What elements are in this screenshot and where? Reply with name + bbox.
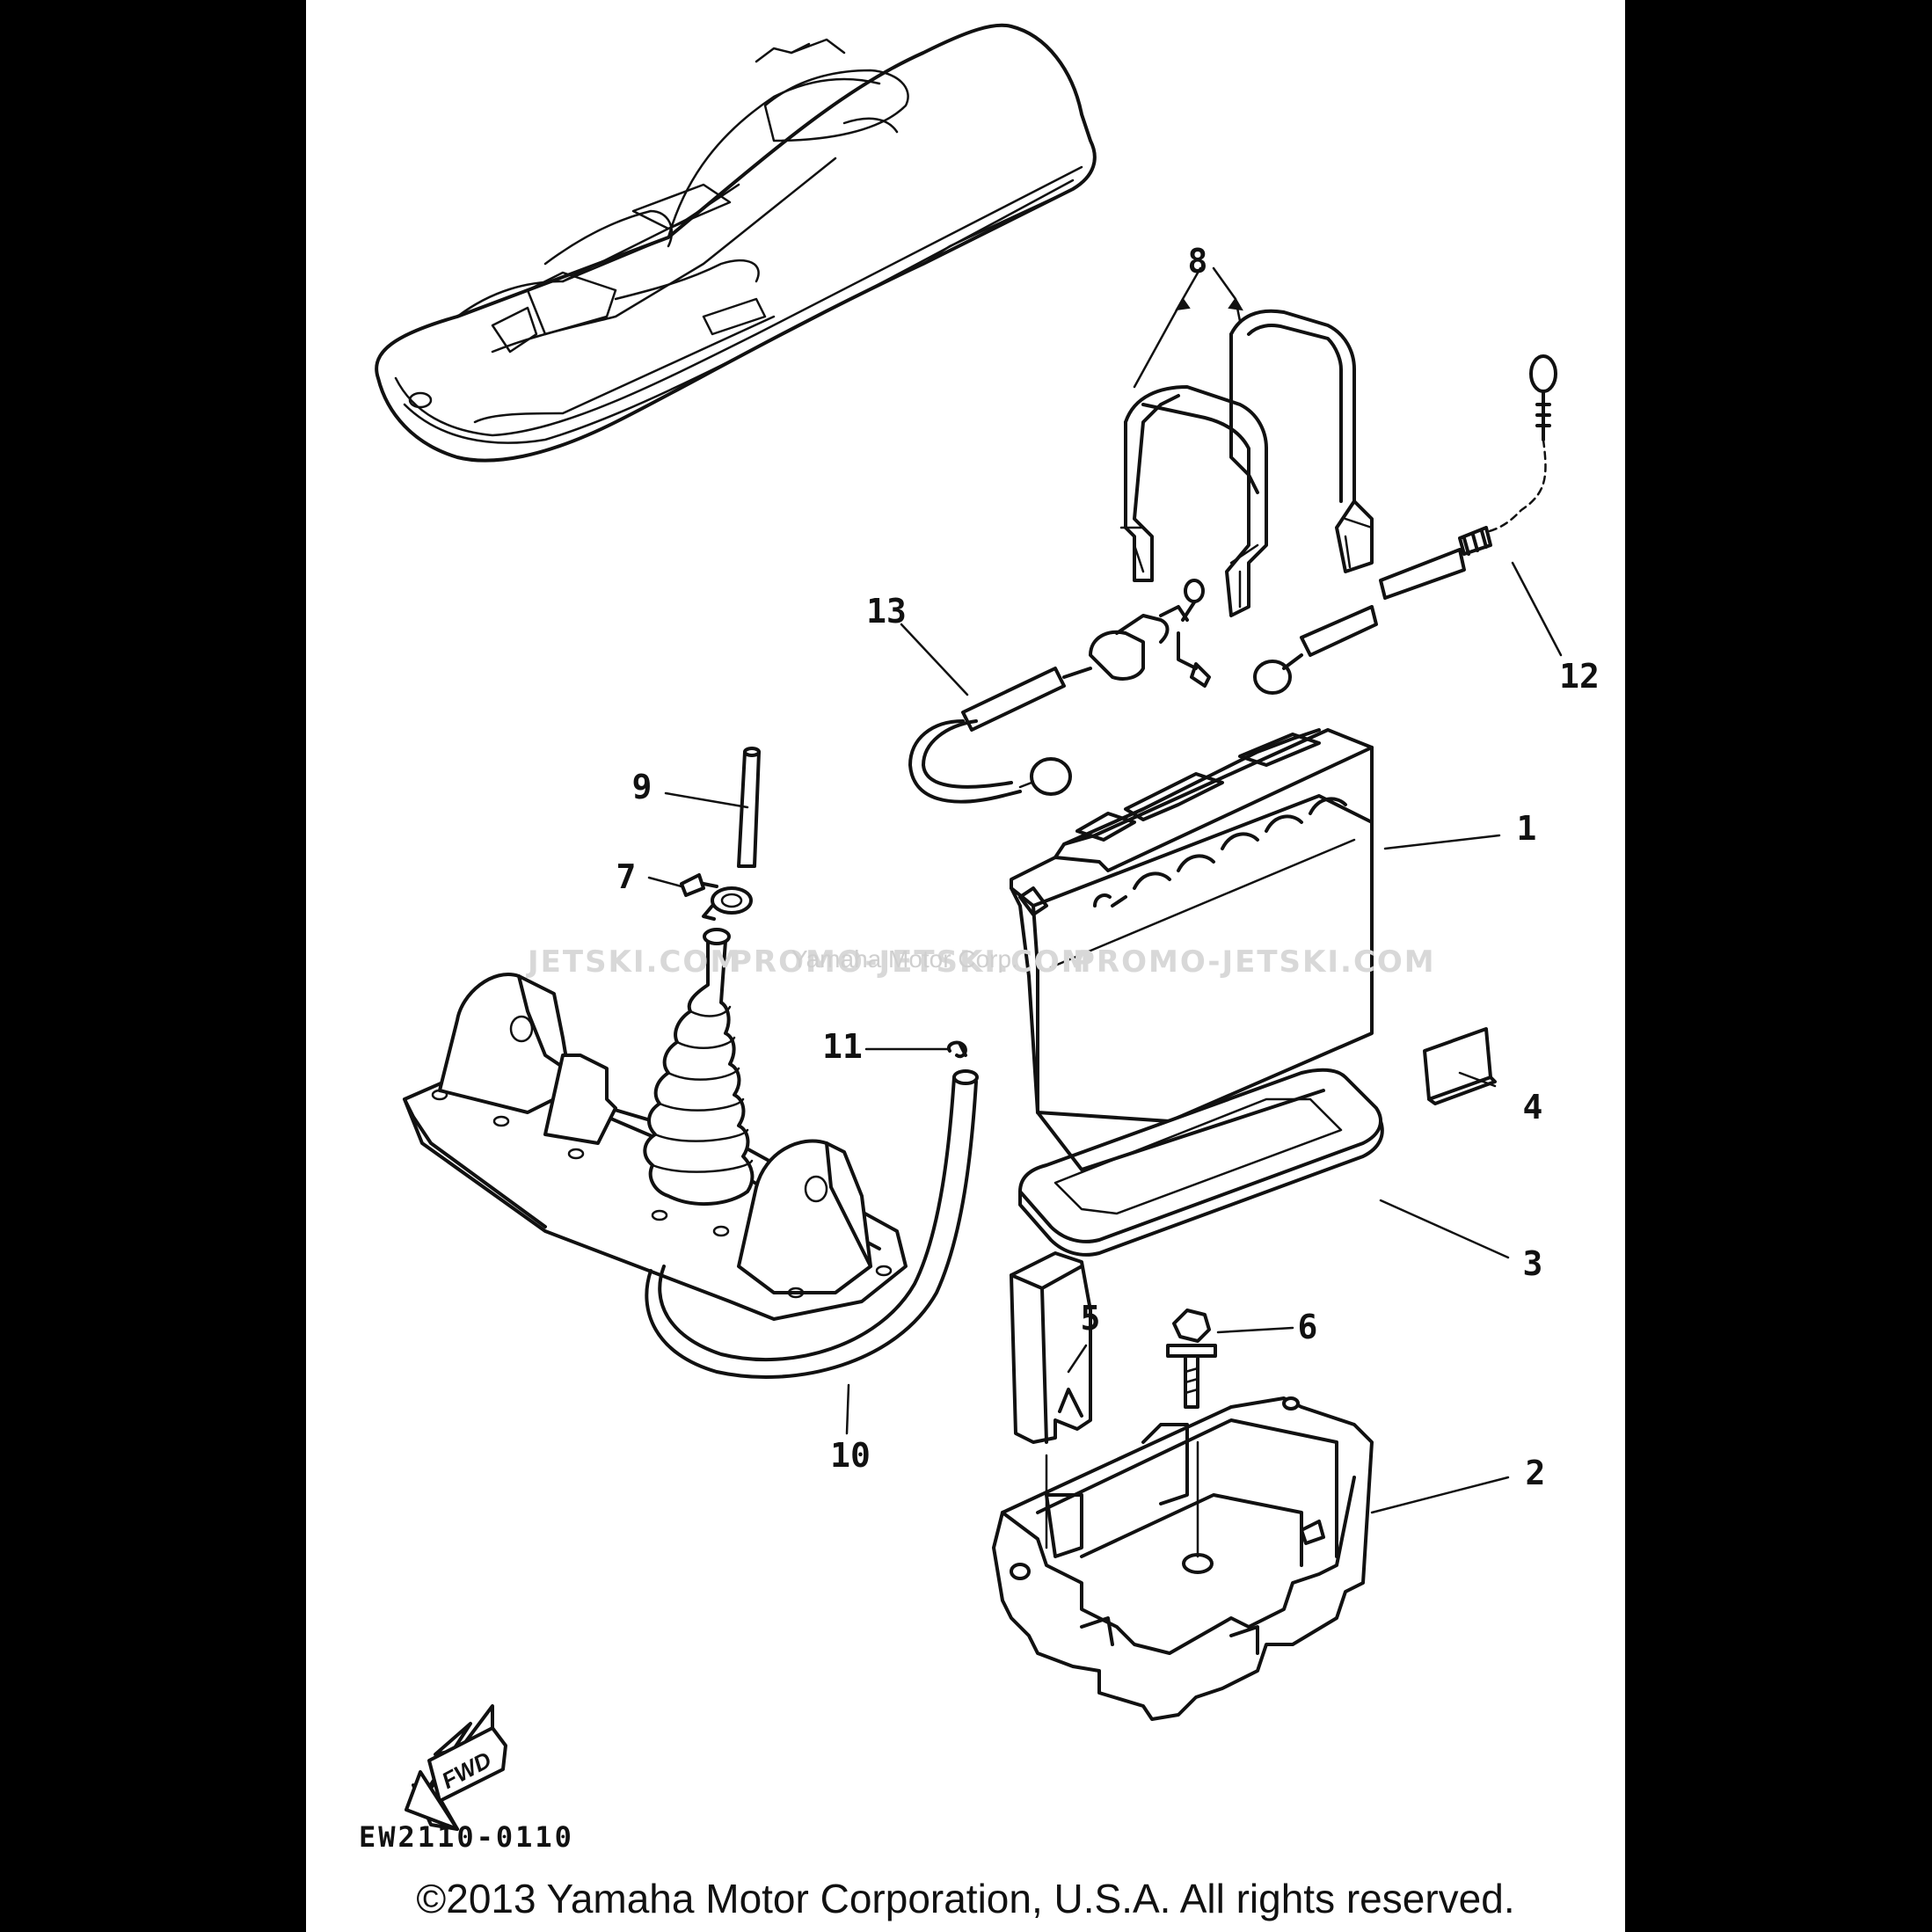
label-part-4 — [1423, 1027, 1497, 1105]
copyright-notice: ©2013 Yamaha Motor Corporation, U.S.A. A… — [416, 1876, 1514, 1921]
callout-7: 7 — [616, 857, 637, 896]
jetski-overview-illustration — [375, 23, 1097, 463]
callout-5: 5 — [1081, 1299, 1101, 1338]
callout-8: 8 — [1188, 242, 1208, 281]
battery-box-part-2 — [992, 1396, 1374, 1721]
cap-part-5 — [1010, 1251, 1092, 1444]
callout-6: 6 — [1298, 1308, 1318, 1346]
battery-cable-part-12 — [1253, 354, 1557, 695]
callout-13: 13 — [866, 592, 907, 631]
clamp-part-7 — [680, 873, 753, 921]
battery-cable-part-13 — [908, 579, 1211, 804]
watermark-right: PROMO-JETSKI.COM — [1073, 944, 1436, 980]
breather-hose-part-10 — [645, 1069, 979, 1379]
breather-pipe-part-9 — [737, 747, 761, 868]
watermark-mid: PROMO-JETSKI.COM — [730, 944, 1093, 980]
callout-2: 2 — [1526, 1454, 1546, 1492]
watermark: JETSKI.COM PROMO-JETSKI.COM Yamaha Motor… — [526, 944, 1436, 980]
clip-part-11 — [946, 1040, 967, 1059]
callout-leader-lines — [647, 266, 1563, 1514]
callout-11: 11 — [822, 1027, 863, 1066]
callout-numbers: 8 13 12 9 1 7 11 4 3 5 6 10 2 — [616, 242, 1600, 1492]
callout-12: 12 — [1559, 657, 1600, 696]
battery-bracket-illustration — [403, 973, 908, 1321]
bolt-part-6 — [1166, 1309, 1217, 1409]
callout-10: 10 — [830, 1436, 871, 1475]
callout-3: 3 — [1523, 1244, 1543, 1283]
watermark-center: Yamaha Motor Corp. — [791, 945, 1018, 973]
watermark-left: JETSKI.COM — [526, 944, 741, 980]
diagram-code: EW2110-0110 — [359, 1820, 574, 1854]
breather-bellows-illustration — [643, 928, 755, 1207]
callout-4: 4 — [1523, 1088, 1543, 1126]
diagram-sheet — [306, 0, 1625, 1932]
battery-band-part-8 — [1119, 309, 1374, 617]
battery-pad-part-3 — [1018, 1068, 1384, 1257]
callout-9: 9 — [632, 768, 653, 806]
callout-1: 1 — [1517, 809, 1537, 848]
battery-part-1 — [1010, 728, 1374, 1123]
forward-direction-arrow: FWD — [405, 1704, 507, 1831]
